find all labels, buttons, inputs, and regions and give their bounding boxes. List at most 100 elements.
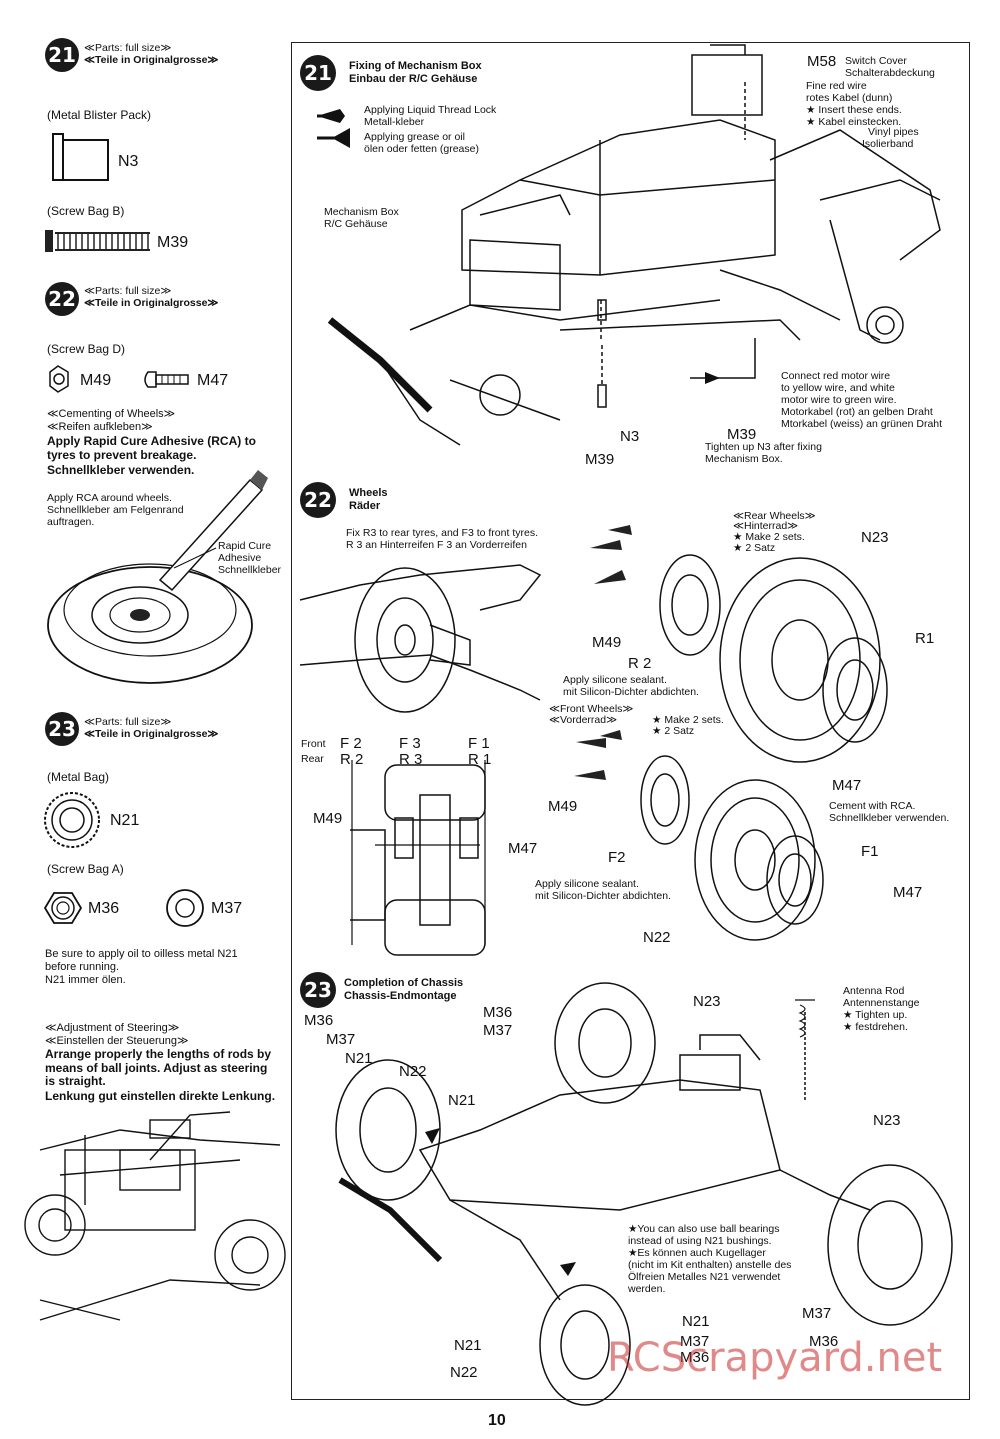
motor-note: to yellow wire, and white — [781, 382, 895, 394]
fix-note: Fix R3 to rear tyres, and F3 to front ty… — [346, 527, 538, 539]
steer-title-de: ≪Einstellen der Steuerung≫ — [45, 1035, 189, 1047]
part-f2: F2 — [608, 849, 626, 866]
part-m37: M37 — [802, 1305, 832, 1322]
antenna-note: Antenna Rod — [843, 985, 905, 997]
part-n3: N3 — [118, 153, 139, 170]
legend-threadlock-en: Applying Liquid Thread Lock — [364, 104, 497, 116]
antenna-note: ★ festdrehen. — [843, 1021, 908, 1033]
part-m36: M36 — [809, 1333, 839, 1350]
motor-note: Motorkabel (rot) an gelben Draht — [781, 406, 933, 418]
switch-cover-de: Schalterabdeckung — [845, 67, 935, 79]
steer-text-en: Arrange properly the lengths of rods by … — [45, 1047, 272, 1088]
parts-title-de: ≪Teile in Originalgrosse≫ — [84, 54, 219, 66]
part-m36: M36 — [304, 1012, 334, 1029]
part-n22: N22 — [643, 929, 671, 946]
step-title-en: Fixing of Mechanism Box — [349, 60, 482, 72]
bearing-note: ★Es können auch Kugellager — [628, 1247, 766, 1259]
part-n22: N22 — [399, 1063, 427, 1080]
part-m49: M49 — [592, 634, 622, 651]
step-title-de: Einbau der R/C Gehäuse — [349, 73, 478, 85]
step-badge-21: 21 — [300, 55, 336, 91]
bag-label: (Metal Blister Pack) — [47, 108, 152, 122]
rear-mid-code: R 3 — [399, 751, 423, 768]
wire-note: ★ Insert these ends. — [806, 104, 902, 116]
part-m37: M37 — [326, 1031, 356, 1048]
bearing-note: ★You can also use ball bearings — [628, 1223, 780, 1235]
part-n23: N23 — [693, 993, 721, 1010]
part-m39: M39 — [157, 234, 189, 251]
part-m36: M36 — [88, 900, 120, 917]
diagram-m49: M49 — [313, 810, 343, 827]
part-n21: N21 — [345, 1050, 373, 1067]
rear-right-code: R 1 — [468, 751, 492, 768]
rca-label: Rapid Cure — [218, 540, 272, 552]
bearing-note: werden. — [628, 1283, 666, 1295]
parts-title-de: ≪Teile in Originalgrosse≫ — [84, 297, 219, 309]
steer-text-de: Lenkung gut einstellen direkte Lenkung. — [45, 1089, 276, 1103]
antenna-note: Antennenstange — [843, 997, 920, 1009]
make-sets: ★ 2 Satz — [733, 542, 776, 554]
diagram-m47: M47 — [508, 840, 538, 857]
make-sets: ★ 2 Satz — [652, 725, 695, 737]
watermark: RCScrapyard.net — [607, 1335, 943, 1381]
part-n22: N22 — [450, 1364, 478, 1381]
part-m39: M39 — [727, 426, 757, 443]
step-badge-21-parts: 21 — [45, 38, 79, 72]
part-m36: M36 — [680, 1349, 710, 1366]
front-wheels-de: ≪Vorderrad≫ — [549, 714, 618, 726]
vinyl-note: Vinyl pipes — [868, 126, 919, 138]
tighten-note: Tighten up N3 after fixing — [705, 441, 822, 453]
cement-note: Cement with RCA. — [829, 800, 916, 812]
silicone-note: Apply silicone sealant. — [535, 878, 639, 890]
bearing-note: (nicht im Kit enthalten) anstelle des — [628, 1259, 792, 1271]
part-f1: F1 — [861, 843, 879, 860]
step-badge-22-parts: 22 — [45, 282, 79, 316]
step-badge-22: 22 — [300, 482, 336, 518]
rear-wheels-en: ≪Rear Wheels≫ — [733, 510, 816, 522]
rca-label: Adhesive — [218, 552, 262, 564]
part-m37: M37 — [680, 1333, 710, 1350]
wire-note: Fine red wire — [806, 80, 867, 92]
page-number: 10 — [488, 1412, 506, 1429]
switch-cover-en: Switch Cover — [845, 55, 907, 67]
table-rear-label: Rear — [301, 753, 324, 765]
front-right-code: F 1 — [468, 735, 490, 752]
bag-label: (Metal Bag) — [47, 770, 110, 784]
bearing-note: instead of using N21 bushings. — [628, 1235, 772, 1247]
oil-note: Be sure to apply oil to oilless metal N2… — [45, 948, 238, 960]
step-title-de: Chassis-Endmontage — [344, 990, 457, 1002]
rca-label: Schnellkleber — [218, 564, 282, 576]
cement-note: Schnellkleber verwenden. — [829, 812, 950, 824]
front-wheels-en: ≪Front Wheels≫ — [549, 703, 634, 715]
mech-box-label: Mechanism Box — [324, 206, 399, 218]
steer-title-en: ≪Adjustment of Steering≫ — [45, 1022, 180, 1034]
part-r1: R1 — [915, 630, 935, 647]
rca-note: auftragen. — [47, 516, 95, 528]
rear-wheels-de: ≪Hinterrad≫ — [733, 520, 799, 532]
make-sets: ★ Make 2 sets. — [733, 531, 805, 543]
cement-title-de: ≪Reifen aufkleben≫ — [47, 421, 153, 433]
oil-note: N21 immer ölen. — [45, 974, 126, 986]
silicone-note: mit Silicon-Dichter abdichten. — [535, 890, 671, 902]
part-m47: M47 — [893, 884, 923, 901]
part-m37: M37 — [483, 1022, 513, 1039]
silicone-note: mit Silicon-Dichter abdichten. — [563, 686, 699, 698]
parts-title-en: ≪Parts: full size≫ — [84, 42, 172, 54]
step-badge-23: 23 — [300, 972, 336, 1008]
parts-title-en: ≪Parts: full size≫ — [84, 716, 172, 728]
parts-title-en: ≪Parts: full size≫ — [84, 285, 172, 297]
part-r2: R 2 — [628, 655, 652, 672]
vinyl-note: Isolierband — [862, 138, 914, 150]
bag-label: (Screw Bag D) — [47, 342, 126, 356]
part-n21: N21 — [682, 1313, 710, 1330]
legend-grease-de: ölen oder fetten (grease) — [364, 143, 479, 155]
oil-note: before running. — [45, 961, 119, 973]
tighten-note: Mechanism Box. — [705, 453, 783, 465]
legend-grease-en: Applying grease or oil — [364, 131, 465, 143]
part-n21: N21 — [110, 812, 140, 829]
motor-note: Mtorkabel (weiss) an grünen Draht — [781, 418, 943, 430]
part-m58: M58 — [807, 53, 837, 70]
cement-text-de: Schnellkleber verwenden. — [47, 463, 195, 477]
antenna-note: ★ Tighten up. — [843, 1009, 908, 1021]
